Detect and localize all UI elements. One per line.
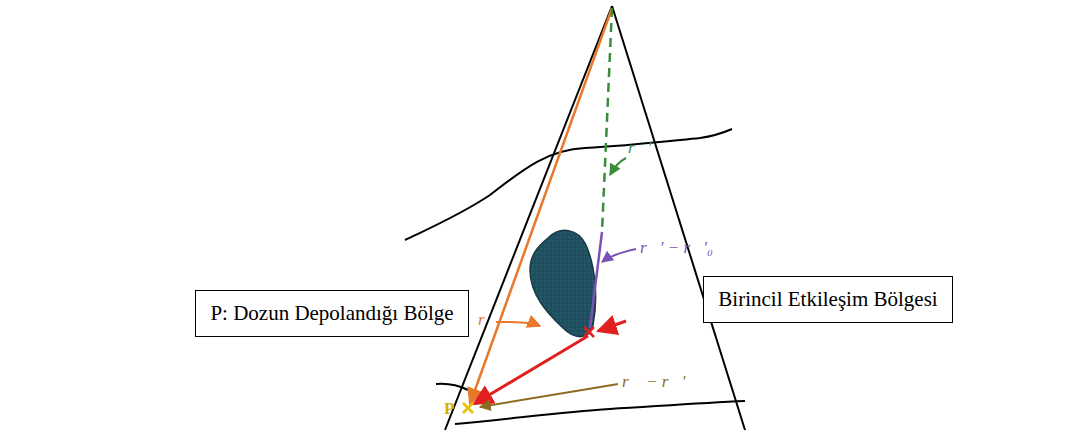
region-label: Birincil Etkileşim Bölgesi — [718, 287, 937, 312]
vector-r-prime — [602, 8, 612, 232]
vector-r — [470, 8, 612, 404]
leader — [496, 322, 540, 326]
vector-label: r⃗′ − r⃗′₀ — [640, 238, 713, 258]
body-contour — [405, 129, 745, 424]
leader — [610, 158, 626, 175]
vector-r-minus-r-prime — [474, 336, 588, 404]
beam-cone — [445, 6, 745, 430]
leader — [480, 384, 618, 407]
dose-point-mark — [463, 403, 473, 413]
region-box: Birincil Etkileşim Bölgesi — [703, 276, 953, 323]
vector-label: r⃗′ — [628, 138, 652, 158]
point-label: P — [444, 399, 454, 419]
leader — [602, 249, 636, 262]
vector-label: r⃗ − r⃗′ — [622, 372, 685, 392]
region-box: P: Dozun Depolandığı Bölge — [195, 290, 469, 337]
leader — [598, 321, 626, 331]
vector-r-prime-minus-r0 — [590, 232, 602, 328]
interaction-mark — [584, 327, 594, 337]
vector-label: r⃗ — [478, 310, 498, 330]
region-label: P: Dozun Depolandığı Bölge — [210, 301, 453, 326]
tumour-region — [530, 230, 596, 336]
